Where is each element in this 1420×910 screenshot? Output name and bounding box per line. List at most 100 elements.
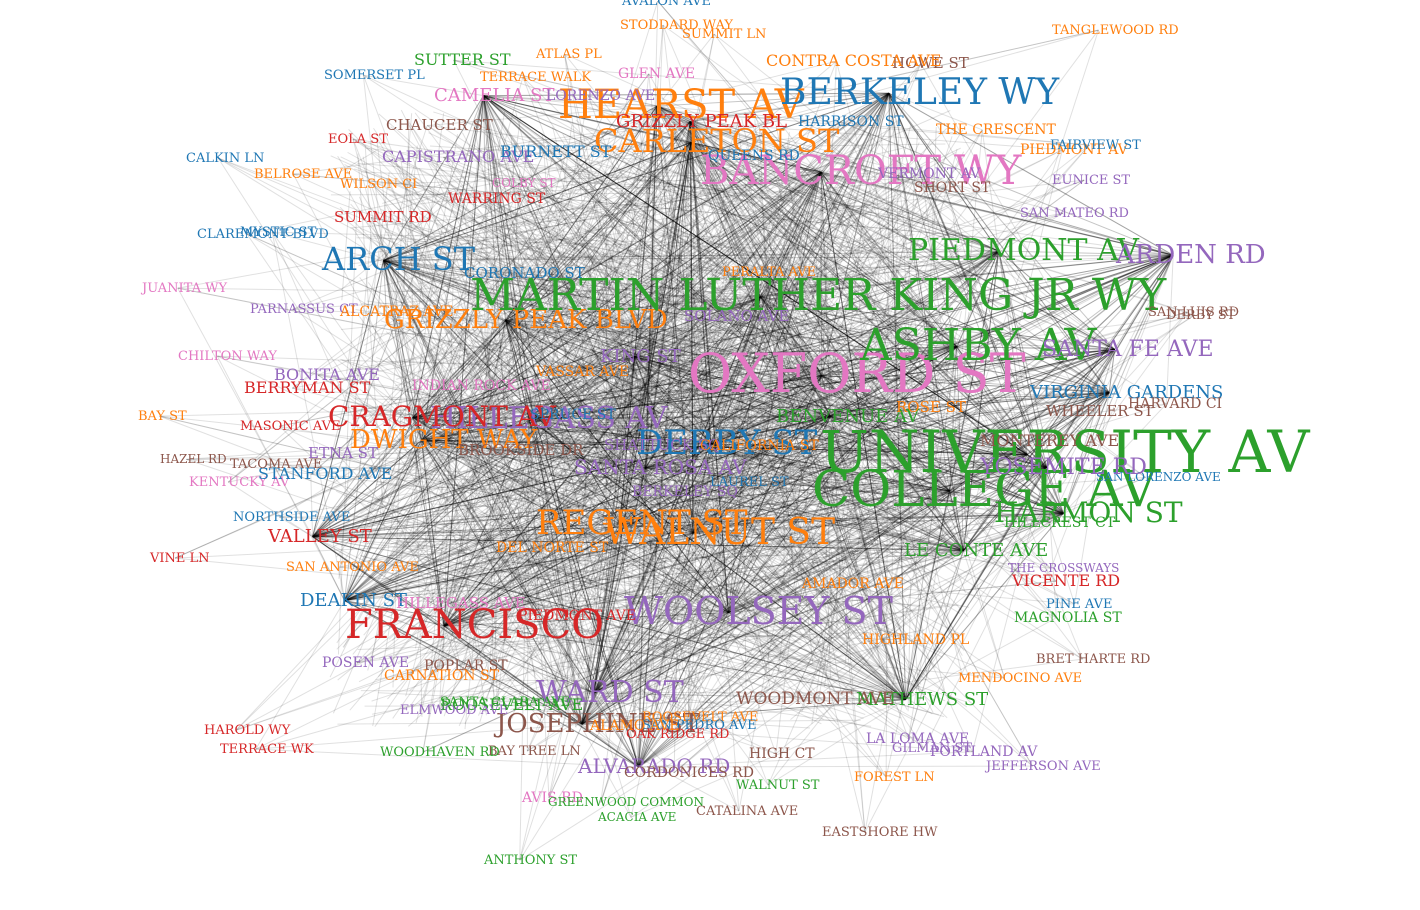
graph-edge <box>619 356 636 524</box>
node-label: GLEN AVE <box>618 66 695 82</box>
graph-edge <box>417 332 481 543</box>
graph-edge <box>548 356 636 798</box>
graph-edge <box>830 416 950 492</box>
graph-edge <box>581 296 761 725</box>
graph-edge <box>458 358 626 727</box>
node-label: KENTUCKY AV <box>189 475 290 490</box>
graph-edge <box>811 257 882 725</box>
graph-edge <box>564 392 1110 617</box>
graph-edge <box>830 416 1052 569</box>
graph-edge <box>293 92 889 175</box>
graph-edge <box>603 415 889 675</box>
graph-edge <box>690 141 999 252</box>
graph-edge <box>656 105 999 252</box>
graph-edge <box>293 173 1174 256</box>
graph-edge <box>421 439 583 725</box>
graph-edge <box>692 416 831 534</box>
graph-edge <box>383 259 822 377</box>
graph-edge <box>340 156 892 424</box>
graph-edge <box>645 218 780 502</box>
graph-edge <box>581 250 1000 725</box>
node-label: BURNETT ST <box>500 142 612 161</box>
graph-edge <box>473 414 536 677</box>
graph-edge <box>820 171 906 700</box>
graph-edge <box>588 508 895 619</box>
graph-edge <box>738 261 747 687</box>
graph-edge <box>523 348 821 605</box>
node-label: HAROLD WY <box>204 723 291 738</box>
graph-edge <box>528 418 887 778</box>
graph-edge <box>383 260 583 725</box>
graph-edge <box>905 250 1000 700</box>
graph-edge <box>376 483 518 492</box>
graph-edge <box>689 121 1110 394</box>
graph-edge <box>638 751 973 768</box>
graph-edge <box>344 273 510 601</box>
graph-edge <box>509 555 802 644</box>
graph-edge <box>728 612 973 753</box>
graph-edge <box>784 332 859 352</box>
graph-edge <box>728 348 1115 614</box>
graph-edge <box>593 692 675 774</box>
graph-edge <box>408 127 761 468</box>
graph-edge <box>483 95 507 321</box>
graph-edge <box>761 254 1174 273</box>
graph-edge <box>528 92 890 420</box>
graph-edge <box>174 513 1064 559</box>
graph-edge <box>656 105 831 417</box>
graph-edge <box>693 532 964 552</box>
graph-edge <box>710 443 950 492</box>
graph-edge <box>483 95 831 417</box>
graph-edge <box>174 296 761 559</box>
graph-edge <box>502 385 545 420</box>
graph-edge <box>656 105 694 534</box>
graph-edge <box>443 346 958 627</box>
graph-edge <box>600 171 822 803</box>
graph-edge <box>686 201 893 543</box>
graph-edge <box>493 160 886 424</box>
graph-edge <box>483 95 950 492</box>
graph-edge <box>593 346 958 694</box>
graph-edge <box>713 33 1028 455</box>
graph-edge <box>383 259 1064 515</box>
graph-edge <box>724 316 831 417</box>
graph-edge <box>645 254 1174 469</box>
graph-edge <box>344 600 906 701</box>
graph-edge <box>599 171 640 348</box>
node-label: MATHEWS ST <box>856 689 988 710</box>
graph-edge <box>621 317 789 504</box>
graph-edge <box>350 203 520 395</box>
graph-edge <box>772 145 954 193</box>
graph-edge <box>271 232 346 601</box>
graph-edge <box>692 92 890 534</box>
graph-edge <box>1026 454 1064 514</box>
graph-edge <box>312 418 530 538</box>
graph-edge <box>648 445 694 534</box>
graph-edge <box>682 198 881 258</box>
graph-edge <box>505 319 694 534</box>
graph-edge <box>344 532 694 602</box>
graph-edge <box>443 194 625 717</box>
graph-edge <box>726 486 861 498</box>
node-label: CHILTON WAY <box>178 349 277 364</box>
node-label: HOWE ST <box>892 54 969 72</box>
graph-edge <box>588 95 1174 256</box>
graph-edge <box>688 349 1115 726</box>
graph-edge <box>678 113 868 508</box>
node-label: ATLAS PL <box>535 47 602 62</box>
node-label: WALNUT ST <box>604 512 835 553</box>
node-label: MENDOCINO AVE <box>958 671 1082 686</box>
graph-edge <box>312 536 964 552</box>
graph-edge <box>362 74 595 694</box>
graph-edge <box>799 205 868 530</box>
graph-edge <box>600 296 761 803</box>
graph-edge <box>528 348 1115 420</box>
graph-edge <box>399 307 517 366</box>
graph-edge <box>763 151 965 509</box>
graph-edge <box>310 142 692 475</box>
graph-edge <box>520 393 945 589</box>
graph-edge <box>458 250 1000 667</box>
graph-edge <box>364 145 373 250</box>
graph-edge <box>761 216 794 572</box>
graph-edge <box>920 63 1110 393</box>
